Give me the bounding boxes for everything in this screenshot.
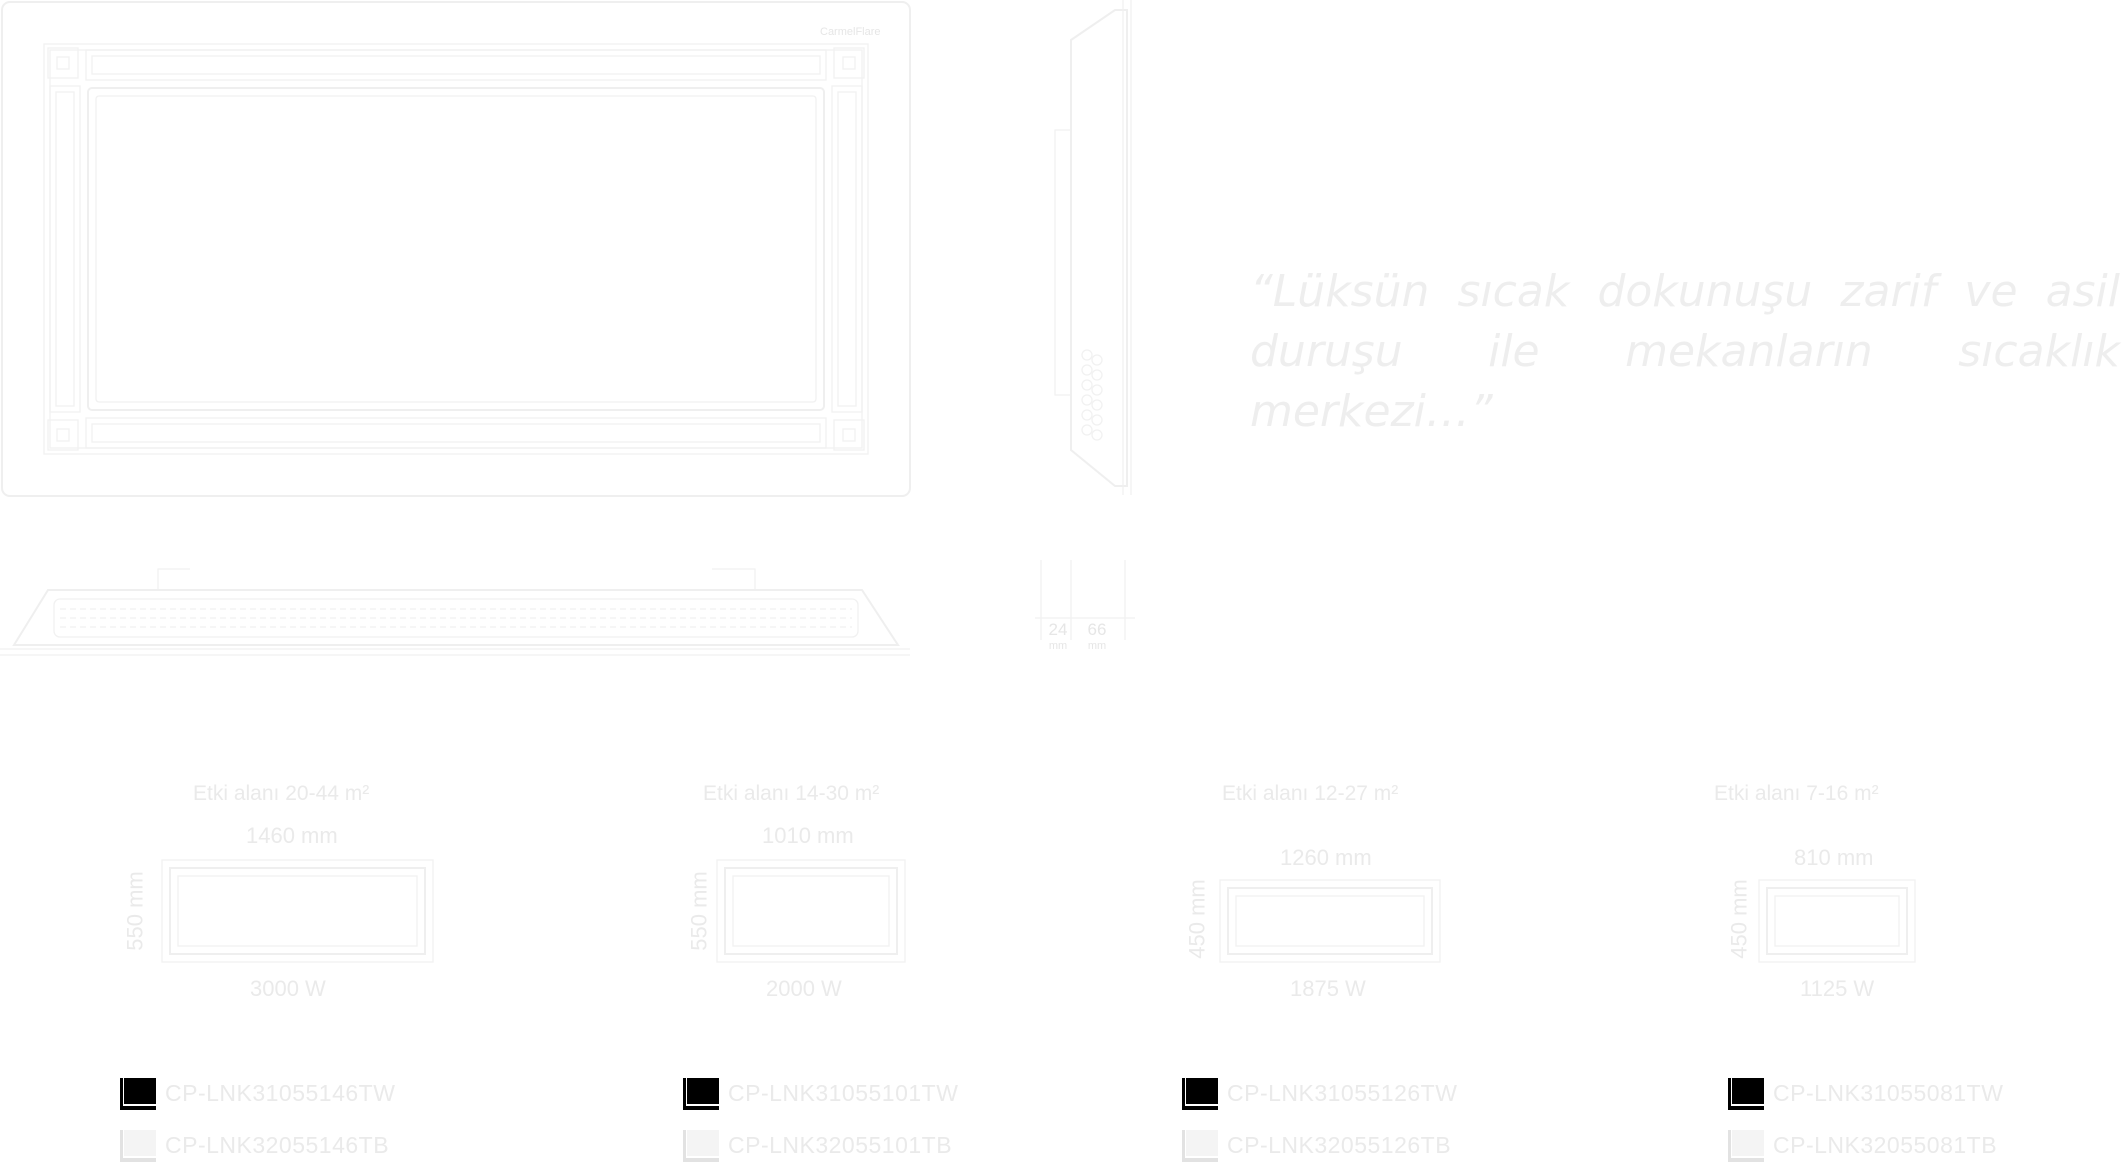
model-3-power: 1875 W bbox=[1290, 976, 1366, 1001]
model-3-width: 1260 mm bbox=[1280, 845, 1372, 870]
model-1-code-black: CP-LNK31055146TW bbox=[165, 1080, 396, 1106]
white-swatch-icon bbox=[120, 1130, 156, 1162]
side-depth-back-value: 66 bbox=[1087, 620, 1107, 639]
model-1-power: 3000 W bbox=[250, 976, 326, 1001]
model-3-area: Etki alanı 12-27 m² bbox=[1222, 782, 1399, 805]
model-1-thumbnail bbox=[161, 859, 434, 963]
white-swatch-icon bbox=[1182, 1130, 1218, 1162]
black-swatch-icon bbox=[1182, 1078, 1218, 1110]
white-swatch-icon bbox=[683, 1130, 719, 1162]
model-2-width: 1010 mm bbox=[762, 823, 854, 848]
side-depth-back-unit: mm bbox=[1087, 640, 1107, 652]
black-swatch-icon bbox=[683, 1078, 719, 1110]
model-4-code-white: CP-LNK32055081TB bbox=[1773, 1132, 1998, 1158]
model-1-code-white: CP-LNK32055146TB bbox=[165, 1132, 390, 1158]
model-3-code-white: CP-LNK32055126TB bbox=[1227, 1132, 1452, 1158]
front-view-drawing bbox=[1, 1, 911, 497]
model-4-thumbnail bbox=[1758, 879, 1916, 963]
model-2-power: 2000 W bbox=[766, 976, 842, 1001]
model-2-thumbnail bbox=[716, 859, 906, 963]
side-view-drawing bbox=[1035, 0, 1135, 640]
model-1-area: Etki alanı 20-44 m² bbox=[193, 782, 370, 805]
top-view-drawing bbox=[0, 568, 910, 656]
model-4-height: 450 mm bbox=[1726, 879, 1752, 959]
black-swatch-icon bbox=[1728, 1078, 1764, 1110]
model-2-area: Etki alanı 14-30 m² bbox=[703, 782, 880, 805]
brand-mark: CarmelFlare bbox=[820, 26, 881, 38]
black-swatch-icon bbox=[120, 1078, 156, 1110]
side-depth-front-unit: mm bbox=[1048, 640, 1068, 652]
side-depth-front: 24 mm bbox=[1046, 620, 1070, 654]
model-4-width: 810 mm bbox=[1794, 845, 1874, 870]
model-3-thumbnail bbox=[1219, 879, 1441, 963]
model-1-height: 550 mm bbox=[122, 871, 148, 951]
side-depth-front-value: 24 bbox=[1048, 620, 1068, 639]
model-2-height: 550 mm bbox=[686, 871, 712, 951]
model-3-code-black: CP-LNK31055126TW bbox=[1227, 1080, 1458, 1106]
model-1-width: 1460 mm bbox=[246, 823, 338, 848]
model-2-code-black: CP-LNK31055101TW bbox=[728, 1080, 959, 1106]
model-2-code-white: CP-LNK32055101TB bbox=[728, 1132, 953, 1158]
model-4-area: Etki alanı 7-16 m² bbox=[1714, 782, 1879, 805]
model-3-height: 450 mm bbox=[1184, 879, 1210, 959]
side-depth-back: 66 mm bbox=[1083, 620, 1111, 654]
white-swatch-icon bbox=[1728, 1130, 1764, 1162]
slogan-quote: “Lüksün sıcak dokunuşu zarif ve asil dur… bbox=[1250, 266, 2120, 437]
model-4-power: 1125 W bbox=[1800, 976, 1875, 1001]
model-4-code-black: CP-LNK31055081TW bbox=[1773, 1080, 2004, 1106]
